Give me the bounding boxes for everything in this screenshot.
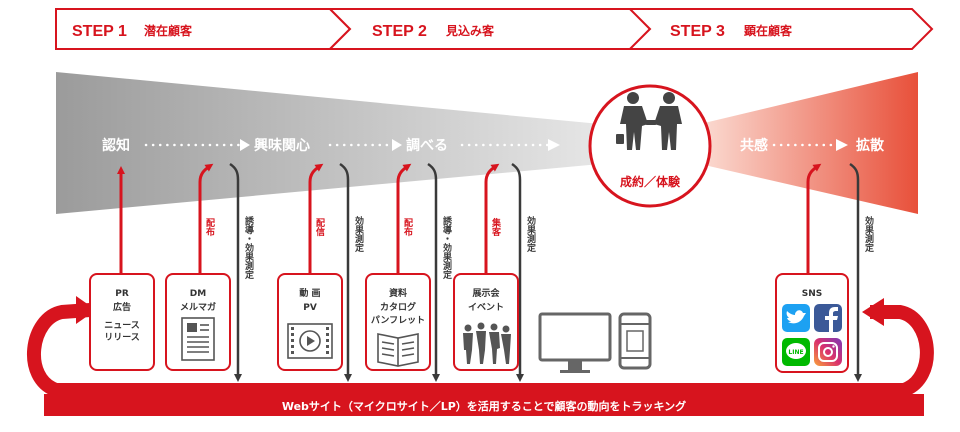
media-box-video: 動 画 PV	[277, 273, 343, 371]
stage-connectors	[144, 139, 848, 151]
docs-line-2: カタログ	[380, 301, 416, 313]
stage-kyomi: 興味関心	[254, 138, 310, 154]
docs-line-3: パンフレット	[371, 314, 425, 326]
brochure-icon	[377, 333, 419, 367]
handshake-icon	[616, 92, 682, 150]
stage-kyokan: 共感	[740, 137, 768, 154]
media-box-pr: PR 広告 ニュース リリース	[89, 273, 155, 371]
pr-line-1: PR	[115, 289, 129, 299]
label-koka-2: 効果測定	[525, 215, 537, 253]
facebook-icon	[814, 304, 842, 332]
desktop-monitor-icon	[538, 312, 612, 373]
pr-line-2: 広告	[113, 301, 131, 313]
event-line-1: 展示会	[472, 287, 500, 299]
stage-kakusan: 拡散	[856, 137, 885, 154]
awareness-funnel	[56, 72, 600, 214]
arrow-labels: 配布 配信 配布 集客 誘導・効果測定 効果測定 誘導・効果測定 効果測定 効果…	[204, 215, 875, 280]
step-2-number: STEP 2	[372, 23, 427, 40]
label-koka-1: 効果測定	[353, 215, 365, 253]
line-icon: LINE	[782, 338, 810, 366]
video-play-icon	[287, 323, 333, 359]
stage-ninchi: 認知	[102, 137, 130, 154]
docs-line-1: 資料	[389, 287, 407, 299]
pr-line-4: リリース	[104, 332, 140, 343]
step-1-number: STEP 1	[72, 23, 127, 40]
video-line-2: PV	[303, 303, 317, 313]
media-box-event: 展示会 イベント	[453, 273, 519, 371]
measurement-arrows	[229, 162, 862, 382]
distribution-arrows	[117, 163, 822, 276]
media-box-dm: DM メルマガ	[165, 273, 231, 371]
twitter-icon	[782, 304, 810, 332]
step-2-label: 見込み客	[445, 23, 495, 38]
label-haifu-docs: 配布	[402, 218, 414, 237]
label-haifu-dm: 配布	[204, 218, 216, 237]
sns-label: SNS	[802, 289, 823, 299]
step-3-number: STEP 3	[670, 23, 725, 40]
label-koka-3: 効果測定	[863, 215, 875, 253]
video-line-1: 動 画	[299, 287, 320, 299]
deal-label: 成約／体験	[620, 174, 681, 189]
media-box-docs: 資料 カタログ パンフレット	[365, 273, 431, 371]
deal-circle: 成約／体験	[588, 84, 712, 208]
label-shukyaku: 集客	[490, 217, 502, 237]
pr-line-3: ニュース	[104, 320, 140, 331]
step-header: STEP 1 潜在顧客 STEP 2 見込み客 STEP 3 顕在顧客	[55, 8, 934, 50]
step-3-label: 顕在顧客	[744, 23, 793, 38]
dm-line-1: DM	[190, 289, 206, 299]
tracking-caption: Webサイト（マイクロサイト／LP）を活用することで顧客の動向をトラッキング	[282, 399, 686, 413]
newsletter-icon	[181, 317, 215, 361]
share-funnel	[700, 72, 918, 214]
label-haishin: 配信	[314, 218, 325, 237]
stage-shiraberu: 調べる	[406, 137, 448, 154]
tracking-loop: Webサイト（マイクロサイト／LP）を活用することで顧客の動向をトラッキング	[27, 296, 934, 416]
instagram-icon	[814, 338, 842, 366]
label-yudo-1: 誘導・効果測定	[243, 215, 255, 280]
people-icon	[463, 322, 511, 364]
dm-line-2: メルマガ	[180, 301, 216, 313]
event-line-2: イベント	[468, 302, 504, 313]
media-box-sns: SNS LINE	[775, 273, 849, 373]
label-yudo-2: 誘導・効果測定	[441, 215, 453, 280]
step-1-label: 潜在顧客	[144, 23, 193, 38]
smartphone-icon	[618, 312, 652, 370]
line-icon-text: LINE	[788, 349, 803, 356]
